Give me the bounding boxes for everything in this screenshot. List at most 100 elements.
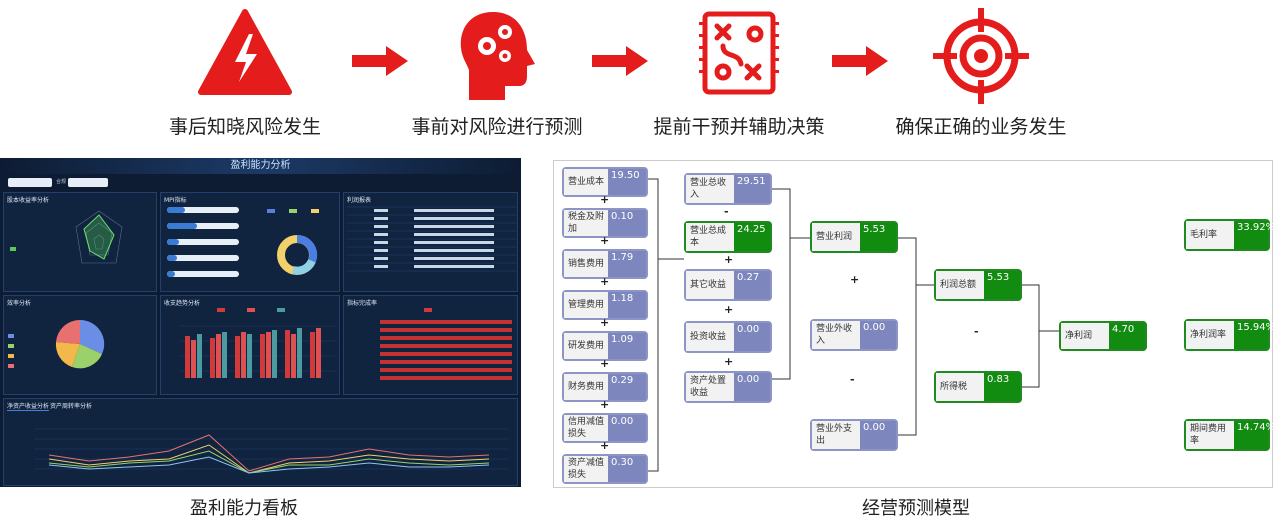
- grouped-bar-chart: [179, 308, 337, 378]
- horizontal-bar-chart: [380, 308, 512, 380]
- node-value: 33.92%: [1237, 222, 1273, 233]
- node-value: 0.00: [611, 416, 634, 427]
- bar: [266, 332, 271, 378]
- head-gears-icon: [460, 12, 535, 100]
- panel-income-trend: 收支趋势分析: [160, 295, 340, 395]
- panel-efficiency: 效率分析: [3, 295, 157, 395]
- pie-chart: [8, 319, 105, 369]
- tab-turnover[interactable]: 资产周转率分析: [50, 403, 93, 410]
- bar: [272, 330, 277, 378]
- node-label: 所得税: [936, 373, 984, 401]
- bar: [291, 334, 296, 378]
- bar: [185, 336, 190, 378]
- date-filter-end[interactable]: [68, 178, 108, 187]
- node-value: 1.18: [611, 293, 634, 304]
- tab-roe[interactable]: 净资产收益分析: [7, 403, 50, 411]
- bar: [197, 334, 202, 378]
- node-value: 24.25: [737, 224, 766, 235]
- panel-roe: 股本收益率分析: [3, 192, 157, 292]
- operator: -: [724, 205, 729, 218]
- node-value: 0.27: [737, 272, 760, 283]
- node-value: 29.51: [737, 176, 766, 187]
- bar: [310, 332, 315, 378]
- node-value: 5.53: [987, 272, 1010, 283]
- bar: [316, 328, 321, 378]
- node-label: 其它收益: [686, 271, 734, 299]
- node-value: 14.74%: [1237, 422, 1273, 433]
- bar: [235, 336, 240, 378]
- node-value: 15.94%: [1237, 322, 1273, 333]
- bar: [222, 332, 227, 378]
- bar: [216, 334, 221, 378]
- step-label: 提前干预并辅助决策: [653, 116, 825, 138]
- flow-arrow-icon: [352, 46, 408, 76]
- caption-model: 经营预测模型: [862, 498, 970, 519]
- panel-completion-rate: 指标完成率: [343, 295, 518, 395]
- node-label: 销售费用: [564, 251, 608, 277]
- node-value: 4.70: [1112, 324, 1135, 335]
- operator: +: [600, 275, 610, 288]
- node-label: 营业外支出: [812, 421, 860, 449]
- node-label: 利润总额: [936, 271, 984, 299]
- radar-chart: [10, 210, 123, 264]
- flow-arrow-icon: [592, 46, 648, 76]
- node-value: 0.83: [987, 374, 1010, 385]
- node-label: 资产减值损失: [564, 456, 608, 482]
- profitability-dashboard: 盈利能力分析 合规 股本收益率分析 效率分析 MPI指标 利润报表 收支趋势分析…: [0, 158, 521, 487]
- filter-label: 合规: [56, 179, 67, 185]
- node-label: 毛利率: [1186, 221, 1234, 249]
- node-value: 0.00: [863, 322, 886, 333]
- node-label: 营业总成本: [686, 223, 734, 251]
- bar: [285, 330, 290, 378]
- node-label: 资产处置收益: [686, 373, 734, 401]
- node-label: 财务费用: [564, 374, 608, 400]
- date-filter-start[interactable]: [8, 178, 52, 187]
- operator: +: [724, 303, 734, 316]
- node-value: 0.00: [863, 422, 886, 433]
- operator: +: [600, 316, 610, 329]
- connector-lines: [648, 178, 1059, 472]
- operator: -: [850, 373, 855, 386]
- step-label: 事后知晓风险发生: [168, 116, 321, 138]
- operator: +: [600, 439, 610, 452]
- target-icon: [933, 8, 1029, 104]
- operator: -: [974, 325, 979, 338]
- node-label: 信用减值损失: [564, 415, 608, 441]
- operator: +: [850, 273, 860, 286]
- node-label: 净利润: [1061, 323, 1109, 349]
- node-label: 营业外收入: [812, 321, 860, 349]
- node-label: 营业总收入: [686, 175, 734, 203]
- node-value: 5.53: [863, 224, 886, 235]
- step-label: 事前对风险进行预测: [411, 116, 583, 138]
- node-value: 1.79: [611, 252, 634, 263]
- step-label: 确保正确的业务发生: [895, 116, 1067, 138]
- node-label: 营业利润: [812, 223, 860, 251]
- node-label: 税金及附加: [564, 210, 608, 236]
- strategy-board-icon: [699, 11, 779, 95]
- operator: +: [600, 357, 610, 370]
- operator: +: [600, 398, 610, 411]
